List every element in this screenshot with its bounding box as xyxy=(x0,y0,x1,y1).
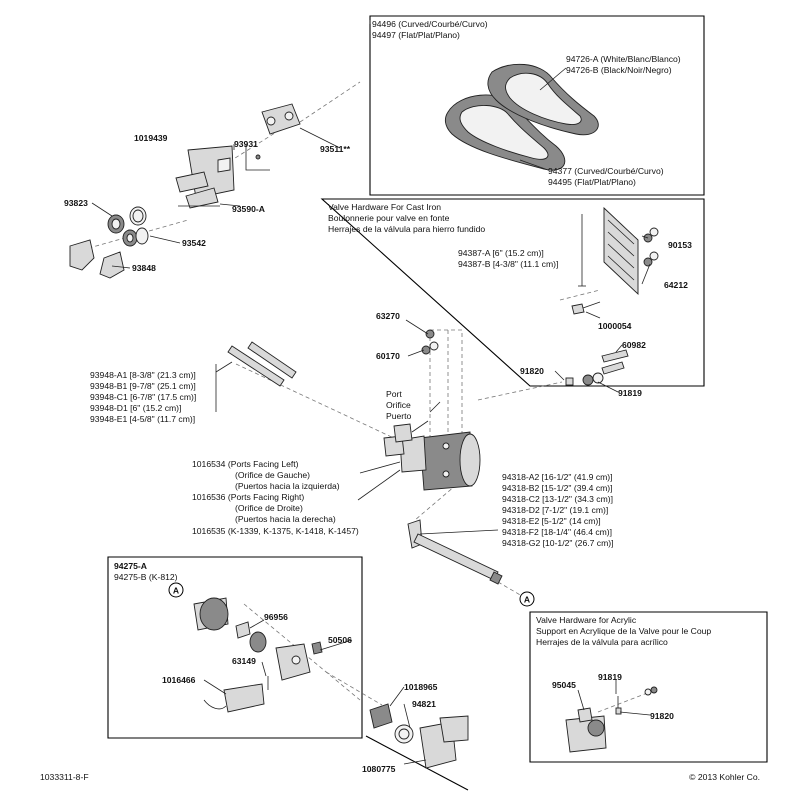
label-1016534-desc-3: (Puertos hacia la izquierda) xyxy=(235,481,340,491)
label-93848: 93848 xyxy=(132,263,156,273)
tube-94318-a2: 94318-A2 [16-1/2" (41.9 cm)] xyxy=(502,472,613,482)
label-1016536-desc-3: (Puertos hacia la derecha) xyxy=(235,514,336,524)
port-label-2: Orifice xyxy=(386,400,411,410)
tube-93948-d1: 93948-D1 [6" (15.2 cm)] xyxy=(90,403,181,413)
label-90153: 90153 xyxy=(668,240,692,250)
label-93931: 93931 xyxy=(234,139,258,149)
label-94377: 94377 (Curved/Courbé/Curvo) xyxy=(548,166,664,176)
acrylic-title-1: Valve Hardware for Acrylic xyxy=(536,615,637,625)
label-94495: 94495 (Flat/Plat/Plano) xyxy=(548,177,636,187)
tube-94318 xyxy=(407,519,503,585)
label-93511: 93511** xyxy=(320,144,351,154)
tube-94318-c2: 94318-C2 [13-1/2" (34.3 cm)] xyxy=(502,494,613,504)
callout-a-pump-box: A xyxy=(168,582,184,598)
tube-94318-g2: 94318-G2 [10-1/2" (26.7 cm)] xyxy=(502,538,614,548)
label-94275A: 94275-A xyxy=(114,561,147,571)
label-1016536: 1016536 (Ports Facing Right) xyxy=(192,492,304,502)
copyright: © 2013 Kohler Co. xyxy=(689,772,760,782)
acrylic-title-2: Support en Acrylique de la Valve pour le… xyxy=(536,626,711,636)
pump-parts-box xyxy=(107,556,363,739)
label-95045: 95045 xyxy=(552,680,576,690)
cast-iron-title-1: Valve Hardware For Cast Iron xyxy=(328,202,441,212)
nuts-washers-93542 xyxy=(107,206,149,247)
tube-94318-f2: 94318-F2 [18-1/4" (46.4 cm)] xyxy=(502,527,612,537)
tube-93948-c1: 93948-C1 [6-7/8" (17.5 cm)] xyxy=(90,392,196,402)
cast-iron-hardware-box xyxy=(320,198,705,387)
washers-63270-60170 xyxy=(421,329,439,355)
label-1016534-desc-2: (Orifice de Gauche) xyxy=(235,470,310,480)
escutcheon-trim-graphic xyxy=(444,63,599,171)
label-63149: 63149 xyxy=(232,656,256,666)
callout-a-lower-right: A xyxy=(519,591,535,607)
tube-93948-e1: 93948-E1 [4-5/8" (11.7 cm)] xyxy=(90,414,195,424)
label-94726B: 94726-B (Black/Noir/Negro) xyxy=(566,65,672,75)
label-94496: 94496 (Curved/Courbé/Curvo) xyxy=(372,19,488,29)
label-91820-acrylic: 91820 xyxy=(650,711,674,721)
acrylic-title-3: Herrajes de la válvula para acrílico xyxy=(536,637,668,647)
label-50506: 50506 xyxy=(328,635,352,645)
pump-body xyxy=(383,423,481,491)
pump-parts-graphic xyxy=(193,597,323,713)
drain-box-corner xyxy=(365,735,469,791)
mounting-bracket-94387 xyxy=(578,206,639,296)
nuts-90153-64212 xyxy=(643,227,659,267)
callout-a-pump-box-text: A xyxy=(173,586,179,596)
label-1000054: 1000054 xyxy=(598,321,632,331)
tube-93948-b1: 93948-B1 [9-7/8" (25.1 cm)] xyxy=(90,381,196,391)
label-93590A: 93590-A xyxy=(232,204,265,214)
screw-1000054 xyxy=(571,301,601,315)
callout-a-lower-right-text: A xyxy=(524,595,530,605)
label-93542: 93542 xyxy=(182,238,206,248)
elbows-93848 xyxy=(69,239,125,279)
tube-94318-b2: 94318-B2 [15-1/2" (39.4 cm)] xyxy=(502,483,613,493)
tube-93948-a1: 93948-A1 [8-3/8" (21.3 cm)] xyxy=(90,370,196,380)
label-64212: 64212 xyxy=(664,280,688,290)
drain-parts-graphic xyxy=(369,703,469,769)
label-96956: 96956 xyxy=(264,612,288,622)
label-1019439: 1019439 xyxy=(134,133,168,143)
label-60982: 60982 xyxy=(622,340,646,350)
label-94387A: 94387-A [6" (15.2 cm)] xyxy=(458,248,544,258)
document-number: 1033311-8-F xyxy=(40,772,89,782)
gasket-93511 xyxy=(261,103,301,135)
label-91819-acrylic: 91819 xyxy=(598,672,622,682)
tube-94318-e2: 94318-E2 [5-1/2" (14 cm)] xyxy=(502,516,601,526)
label-94726A: 94726-A (White/Blanc/Blanco) xyxy=(566,54,681,64)
label-94387B: 94387-B [4-3/8" (11.1 cm)] xyxy=(458,259,558,269)
tube-94318-d2: 94318-D2 [7-1/2" (19.1 cm)] xyxy=(502,505,608,515)
label-1016466: 1016466 xyxy=(162,675,196,685)
port-label-3: Puerto xyxy=(386,411,412,421)
label-94275B: 94275-B (K-812) xyxy=(114,572,178,582)
label-1016535: 1016535 (K-1339, K-1375, K-1418, K-1457) xyxy=(192,526,359,536)
label-1016536-desc-2: (Orifice de Droite) xyxy=(235,503,303,513)
label-1080775: 1080775 xyxy=(362,764,396,774)
spacers-91820-91819 xyxy=(565,372,604,386)
cast-iron-title-3: Herrajes de la válvula para hierro fundi… xyxy=(328,224,485,234)
trim-kit-box xyxy=(369,15,705,196)
tube-list-94318: 94318-A2 [16-1/2" (41.9 cm)] 94318-B2 [1… xyxy=(502,472,614,548)
cast-iron-title-2: Boulonnerie pour valve en fonte xyxy=(328,213,450,223)
suction-fitting-93590A xyxy=(175,145,261,209)
label-1016534: 1016534 (Ports Facing Left) xyxy=(192,459,299,469)
label-94821: 94821 xyxy=(412,699,436,709)
label-60170: 60170 xyxy=(376,351,400,361)
tube-list-93948: 93948-A1 [8-3/8" (21.3 cm)] 93948-B1 [9-… xyxy=(90,370,196,424)
leader-lines xyxy=(91,20,651,765)
acrylic-hardware-graphic xyxy=(565,686,658,753)
label-1018965: 1018965 xyxy=(404,682,438,692)
bolts-60982 xyxy=(601,349,629,375)
label-63270: 63270 xyxy=(376,311,400,321)
label-93823: 93823 xyxy=(64,198,88,208)
tubes-93948 xyxy=(227,341,297,387)
label-94497: 94497 (Flat/Plat/Plano) xyxy=(372,30,460,40)
label-91820: 91820 xyxy=(520,366,544,376)
port-label-1: Port xyxy=(386,389,402,399)
label-91819: 91819 xyxy=(618,388,642,398)
acrylic-hardware-box xyxy=(529,611,768,763)
